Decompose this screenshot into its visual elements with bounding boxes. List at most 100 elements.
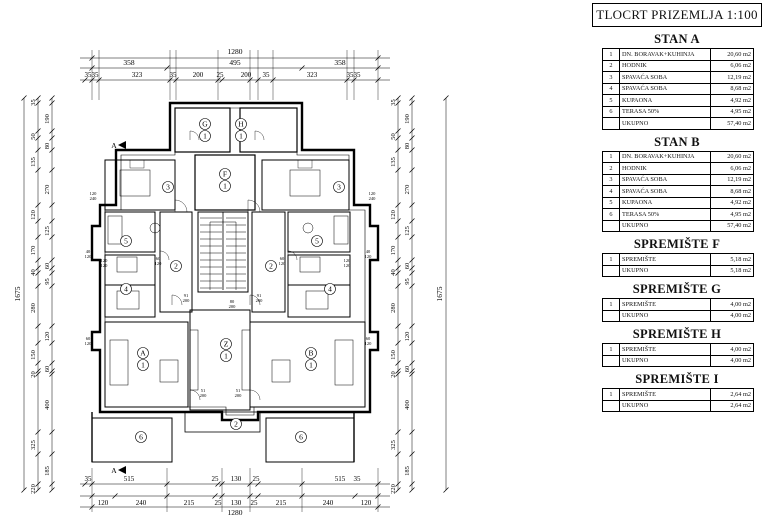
room-number: 6 [602,208,620,221]
dimension-label: 150 [390,350,397,360]
dimension-label: 120 [98,499,109,507]
room-number: 1 [602,253,620,266]
dimension-label: 35 [170,71,178,79]
dimension-tick [395,481,401,487]
room-name: DN. BORAVAK+KUHINJA [619,150,711,163]
room-name: TERASA 50% [619,105,711,118]
opening-label: 51 [201,388,206,393]
exterior-wall [90,101,380,422]
dimension-label: 1675 [13,286,22,301]
section-arrow-icon [118,466,126,474]
bedroom-b-4 [287,284,351,318]
dimension-label: 50 [30,133,37,140]
dimension-label: 515 [124,475,135,483]
opening-label: 80 [230,299,235,304]
dimension-label: 25 [212,475,220,483]
opening-label: 91 [184,293,189,298]
opening-label: 120 [85,341,93,346]
dimension-label: 358 [334,58,346,67]
room-name: HODNIK [619,162,711,175]
dimension-label: 1675 [435,286,444,301]
room-marker-circle [235,118,247,130]
opening-label: 200 [183,298,191,303]
dimension-label: 495 [229,58,241,67]
total-area: 2,64 m2 [710,399,754,412]
opening-label: 40 [86,249,91,254]
dimension-tick [49,487,55,493]
door-swing [249,294,261,306]
dimension-label: 190 [404,114,411,124]
room-marker-circle [199,118,211,130]
dimension-tick [49,368,55,374]
room-number-label: 2 [174,262,178,271]
dimension-label: 325 [390,440,397,450]
dimension-label: 60 [404,366,411,373]
room-label: Z [224,340,229,349]
room-number: 5 [602,94,620,107]
dimension-label: 35 [263,71,271,79]
dimension-tick [299,65,305,71]
room-number-label: 4 [328,285,332,294]
dimension-tick [35,234,41,240]
dimension-label: 25 [251,499,259,507]
dimension-tick [49,270,55,276]
sofa [109,339,129,386]
room-marker-circle [295,431,307,443]
living-a-1 [104,321,189,408]
room-number-label: 4 [124,285,128,294]
dimension-label: 60 [44,366,51,373]
opening-label: 60 [366,336,371,341]
dimension-label: 35 [92,71,100,79]
opening-label: 200 [200,393,208,398]
dining-table [271,359,291,383]
room-marker-circle [170,260,182,272]
room-marker-circle [220,338,232,350]
dimension-tick [49,323,55,329]
dimension-label: 135 [390,157,397,167]
room-marker-circle [219,180,231,192]
door-swing [189,389,201,401]
dimension-label: 185 [404,466,411,476]
dimension-tick [409,487,415,493]
dimension-label: 200 [193,71,204,79]
dimension-tick [395,340,401,346]
total-area: 57,40 m2 [710,117,754,130]
dimension-tick [409,128,415,134]
room-number-label: 6 [139,433,143,442]
dimension-label: 325 [30,440,37,450]
stair-arrow [209,221,237,290]
opening-label: 120 [101,258,109,263]
opening-label: 91 [257,293,262,298]
room-label: H [238,120,244,129]
room-name: KUPAONA [619,196,711,209]
dimension-tick [49,128,55,134]
room-label: G [202,120,208,129]
dimension-tick [395,100,401,106]
dimension-tick [35,147,41,153]
room-number-label: 3 [337,183,341,192]
wc [149,222,161,234]
dimension-label: 125 [44,226,51,236]
room-number: 4 [602,82,620,95]
opening-label: 120 [279,261,287,266]
dimension-tick [409,368,415,374]
dimension-tick [395,360,401,366]
dimension-tick [35,360,41,366]
total-empty [602,354,620,367]
dimension-tick [215,481,221,487]
door-swing [174,199,188,213]
room-marker-circle [265,260,277,272]
dimension-label: 35 [354,475,362,483]
dimension-tick [409,218,415,224]
storage-room-f [194,154,256,211]
dining-table [159,359,179,383]
